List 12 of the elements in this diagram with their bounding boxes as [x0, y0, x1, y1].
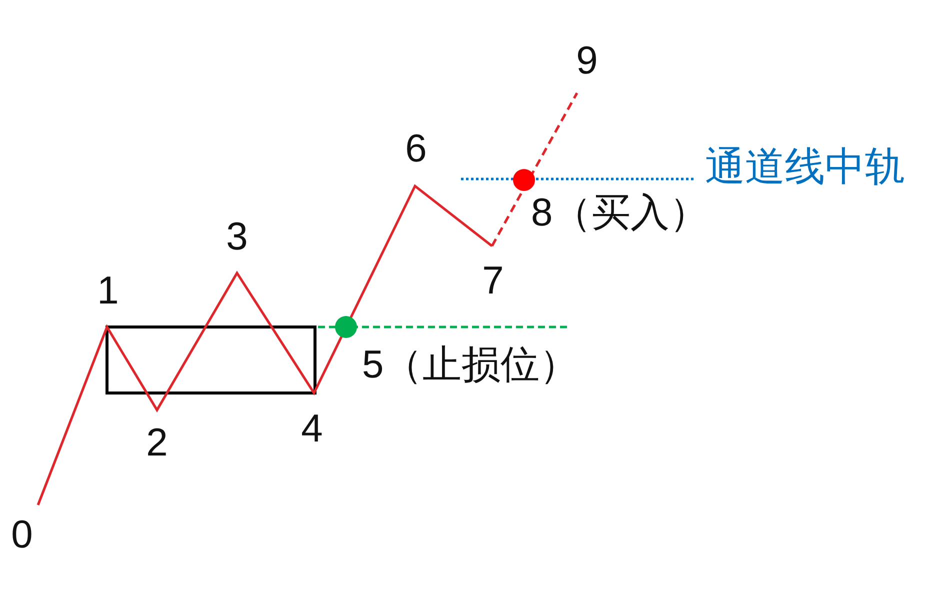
buy-point-label: 8（买入）	[531, 192, 709, 236]
stop-loss-label: 5（止损位）	[362, 344, 579, 388]
line-label: 通道线中轨	[705, 144, 905, 190]
consolidation-box	[106, 326, 316, 394]
wave-point-label: 0	[11, 514, 33, 558]
wave-point-label: 3	[226, 216, 248, 260]
wave-point-label: 9	[576, 40, 598, 84]
wave-point-label: 7	[482, 260, 504, 304]
wave-point-label: 4	[301, 408, 323, 452]
wave-point-label: 6	[405, 128, 427, 172]
wave-point-label: 1	[97, 270, 119, 314]
wave-point-label: 2	[146, 422, 168, 466]
